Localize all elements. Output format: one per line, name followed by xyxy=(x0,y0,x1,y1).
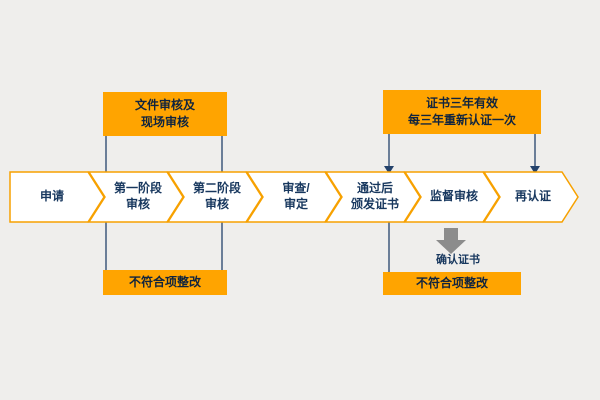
down-arrowhead xyxy=(384,166,394,174)
callout-text: 每三年重新认证一次 xyxy=(407,113,516,127)
callout-document-site-audit: 文件审核及 现场审核 xyxy=(103,92,227,136)
chevron-shape-review xyxy=(245,171,342,223)
confirm-certificate-label: 确认证书 xyxy=(436,254,480,266)
callout-text: 不符合项整改 xyxy=(128,274,201,289)
callout-certificate-validity: 证书三年有效 每三年重新认证一次 xyxy=(383,90,541,134)
callout-text: 现场审核 xyxy=(140,115,189,129)
chevron-shape-stage2-audit xyxy=(166,171,263,223)
callout-text: 不符合项整改 xyxy=(415,275,488,290)
chevron-shape-stage1-audit xyxy=(87,171,184,223)
down-arrowhead xyxy=(530,166,540,174)
callout-text: 文件审核及 xyxy=(134,97,195,112)
chevron-shape-apply xyxy=(9,171,105,223)
callout-text: 证书三年有效 xyxy=(425,95,498,110)
chevron-shape-surveillance-audit xyxy=(403,171,500,223)
callout-nonconformity-rectification-left: 不符合项整改 xyxy=(103,270,227,295)
chevron-shape-issue-certificate xyxy=(324,171,421,223)
chevron-shape-recertification xyxy=(482,171,579,223)
callout-nonconformity-rectification-right: 不符合项整改 xyxy=(383,272,521,295)
down-block-arrow xyxy=(436,228,466,254)
